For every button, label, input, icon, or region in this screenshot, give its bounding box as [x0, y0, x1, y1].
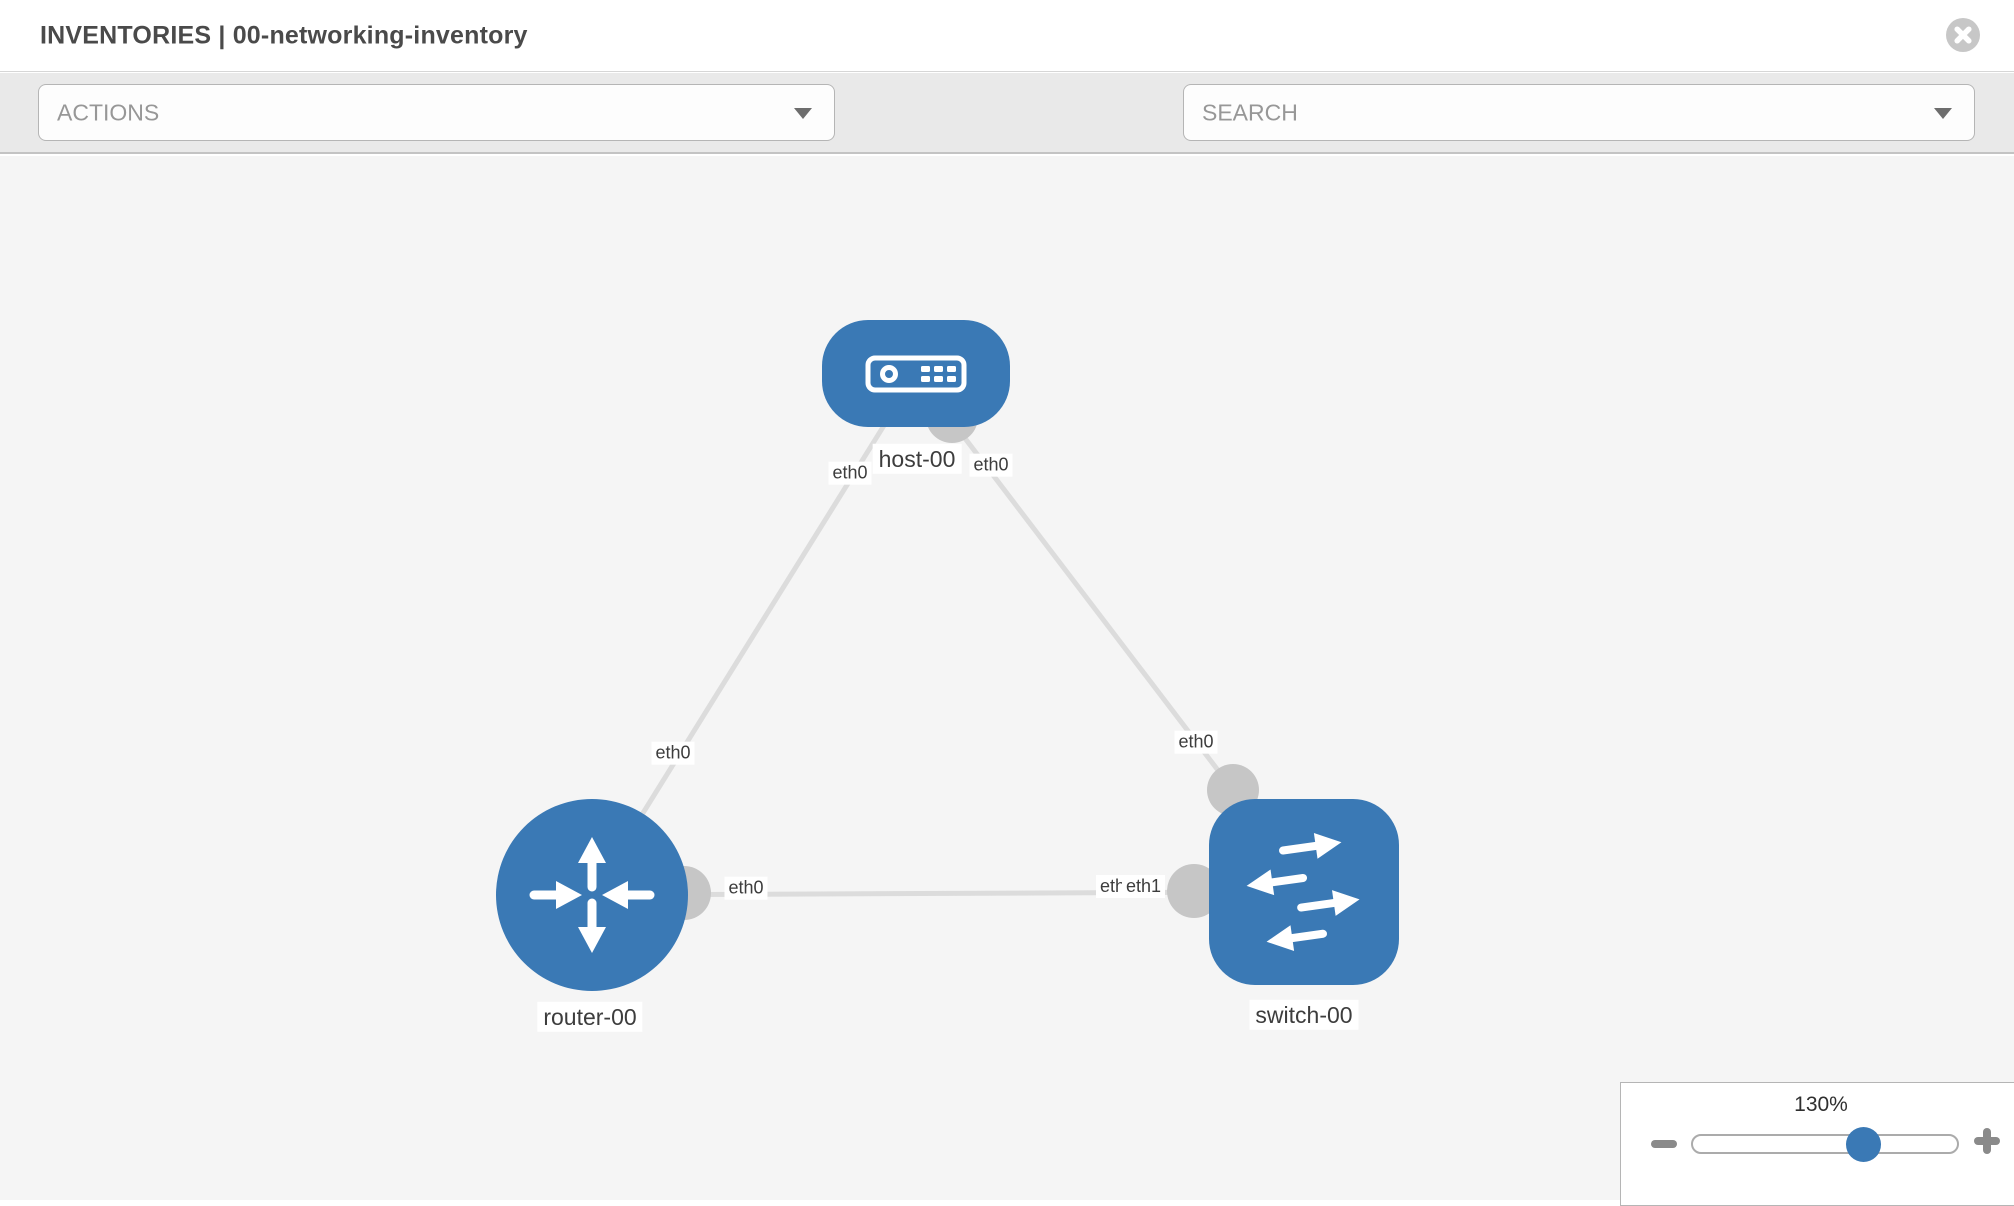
zoom-level-value: 130% [1794, 1093, 1848, 1116]
interface-label: eth1 [1122, 875, 1166, 898]
toolbar: ACTIONS SEARCH [0, 73, 2014, 203]
page-title: INVENTORIES | 00-networking-inventory [40, 21, 528, 49]
node-label-host: host-00 [872, 443, 962, 475]
node-label-router: router-00 [537, 1001, 643, 1033]
interface-label: eth0 [969, 453, 1013, 477]
node-label-switch: switch-00 [1249, 999, 1359, 1031]
node-host[interactable] [822, 320, 1010, 427]
actions-dropdown[interactable]: ACTIONS [38, 84, 835, 141]
chevron-down-icon [794, 107, 812, 119]
interface-label: eth0 [828, 461, 872, 485]
node-switch[interactable] [1209, 799, 1399, 985]
switch-arrows-icon [1246, 833, 1360, 951]
interface-label: eth0 [1174, 730, 1218, 754]
zoom-slider-thumb[interactable] [1846, 1127, 1881, 1162]
chevron-down-icon [1934, 107, 1952, 119]
close-button[interactable] [1945, 17, 1981, 53]
plus-icon[interactable] [1973, 1126, 2001, 1154]
actions-dropdown-label: ACTIONS [57, 99, 160, 125]
interface-label: eth0 [651, 741, 695, 765]
topology-canvas[interactable]: eth0 eth0 eth0 eth0 eth0 eth0 eth1 host-… [0, 156, 2014, 1200]
search-dropdown[interactable]: SEARCH [1183, 84, 1975, 141]
zoom-control-panel: 130% [1620, 1082, 2014, 1206]
node-router[interactable] [496, 799, 688, 991]
zoom-slider-track[interactable] [1691, 1134, 1959, 1154]
link-host-router [589, 372, 919, 897]
header: INVENTORIES | 00-networking-inventory [0, 0, 2014, 72]
minus-icon[interactable] [1651, 1140, 1677, 1148]
plus-icon-bar [1983, 1128, 1991, 1154]
interface-dot-switch-left [1167, 864, 1221, 918]
x-circle-icon [1946, 18, 1980, 52]
interface-label: eth0 [724, 876, 768, 900]
topology-graph [496, 320, 1399, 991]
server-icon [865, 355, 967, 393]
link-host-switch [914, 372, 1235, 792]
search-dropdown-label: SEARCH [1202, 99, 1298, 125]
router-arrows-icon [529, 837, 655, 953]
